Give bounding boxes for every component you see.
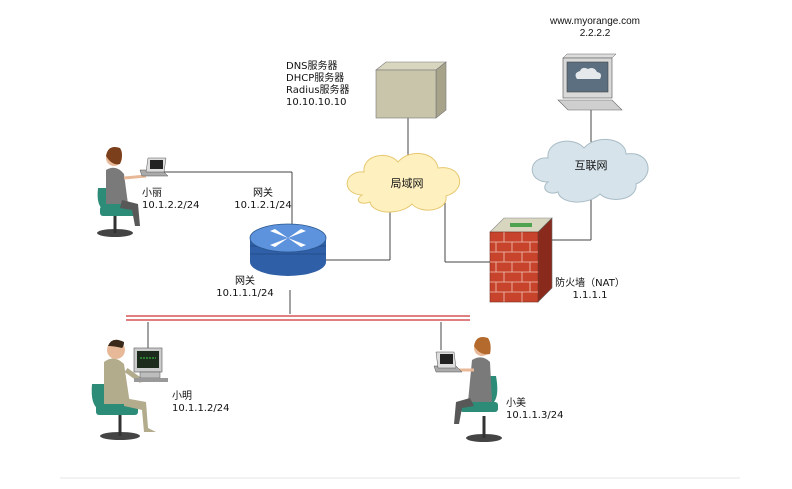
server-label-ip: 10.10.10.10: [286, 97, 347, 108]
server-label-dns: DNS服务器: [286, 61, 338, 72]
website-label-domain: www.myorange.com: [549, 16, 641, 27]
cloud-lan-icon: [346, 153, 461, 213]
gateway-top-ip: 10.1.2.1/24: [234, 200, 292, 211]
gateway-bottom-ip: 10.1.1.1/24: [216, 288, 274, 299]
user-at-computer-icon-xiaomei: [433, 337, 502, 442]
user-at-computer-icon-xiaoli: [97, 147, 169, 237]
xiaoming-name: 小明: [172, 391, 192, 402]
firewall-name: 防火墙（NAT）: [555, 278, 625, 289]
xiaoming-ip: 10.1.1.2/24: [172, 403, 230, 414]
lan-label: 局域网: [390, 177, 424, 190]
xiaomei-label: 小美 10.1.1.3/24: [506, 398, 563, 422]
server-label-radius: Radius服务器: [286, 85, 350, 96]
lan-bus: [126, 315, 470, 321]
server-tower-icon: [375, 61, 447, 119]
wires: [147, 110, 592, 350]
website-label: www.myorange.com 2.2.2.2: [540, 16, 650, 40]
user-at-computer-icon-xiaoming: [91, 339, 168, 440]
xiaoli-name: 小丽: [142, 188, 162, 199]
server-label: DNS服务器 DHCP服务器 Radius服务器 10.10.10.10: [286, 61, 350, 109]
monitor-icon: [557, 53, 623, 111]
xiaomei-name: 小美: [506, 398, 526, 409]
gateway-bottom-name: 网关: [235, 276, 255, 287]
gateway-bottom-label: 网关 10.1.1.1/24: [210, 276, 280, 300]
xiaomei-ip: 10.1.1.3/24: [506, 410, 564, 421]
xiaoming-label: 小明 10.1.1.2/24: [172, 391, 229, 415]
website-label-ip: 2.2.2.2: [579, 28, 611, 39]
gateway-top-label: 网关 10.1.2.1/24: [228, 188, 298, 212]
firewall-label: 防火墙（NAT） 1.1.1.1: [540, 278, 640, 302]
cloud-internet-icon: [531, 138, 649, 203]
xiaoli-ip: 10.1.2.2/24: [142, 200, 200, 211]
server-label-dhcp: DHCP服务器: [286, 73, 345, 84]
gateway-top-name: 网关: [253, 188, 273, 199]
xiaoli-label: 小丽 10.1.2.2/24: [142, 188, 199, 212]
firewall-ip: 1.1.1.1: [572, 290, 608, 301]
firewall-icon: [489, 217, 553, 303]
router-icon: [249, 223, 327, 276]
internet-label: 互联网: [574, 159, 608, 172]
